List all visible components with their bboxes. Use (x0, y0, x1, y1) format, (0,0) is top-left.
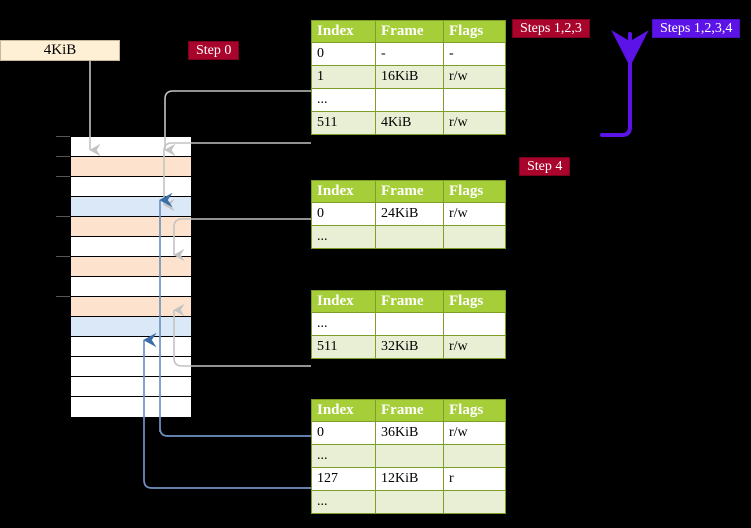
table-row: ... (311, 225, 506, 249)
column-header-flags: Flags (443, 180, 506, 203)
table-row: ... (311, 312, 506, 336)
memory-grid-row (71, 277, 191, 297)
cell-index: 0 (311, 421, 376, 445)
memory-grid-row (71, 157, 191, 177)
cell-index: 1 (311, 65, 376, 89)
column-header-flags: Flags (443, 399, 506, 422)
cell-index: 0 (311, 202, 376, 226)
memory-grid-tick (56, 256, 70, 257)
memory-grid-tick (56, 216, 70, 217)
column-header-index: Index (311, 20, 376, 43)
cell-frame: 32KiB (375, 335, 444, 359)
memory-grid-row (71, 197, 191, 217)
cell-frame: 36KiB (375, 421, 444, 445)
cell-frame: - (375, 42, 444, 66)
table-row: 0-- (311, 42, 506, 66)
cell-index: 0 (311, 42, 376, 66)
cell-flags (443, 312, 506, 336)
memory-grid-tick (56, 296, 70, 297)
memory-grid-row (71, 377, 191, 397)
cell-flags: r/w (443, 202, 506, 226)
cell-index: ... (311, 225, 376, 249)
cell-index: ... (311, 312, 376, 336)
column-header-frame: Frame (375, 290, 444, 313)
column-header-flags: Flags (443, 290, 506, 313)
cell-flags (443, 88, 506, 112)
column-header-index: Index (311, 180, 376, 203)
badge-step-4: Step 4 (519, 157, 571, 176)
memory-grid-row (71, 237, 191, 257)
memory-grid-row (71, 297, 191, 317)
badge-steps-123: Steps 1,2,3 (512, 19, 590, 38)
cell-frame: 16KiB (375, 65, 444, 89)
cell-index: ... (311, 88, 376, 112)
cell-index: ... (311, 490, 376, 514)
cell-index: 511 (311, 335, 376, 359)
cell-frame (375, 444, 444, 468)
column-header-index: Index (311, 399, 376, 422)
cell-flags: r/w (443, 111, 506, 135)
badge-steps-1234: Steps 1,2,3,4 (652, 19, 741, 38)
cell-flags: r/w (443, 335, 506, 359)
cell-flags (443, 225, 506, 249)
memory-grid-tick (56, 156, 70, 157)
cell-flags: - (443, 42, 506, 66)
memory-grid-row (71, 177, 191, 197)
column-header-flags: Flags (443, 20, 506, 43)
cell-frame: 24KiB (375, 202, 444, 226)
memory-grid-row (71, 357, 191, 377)
column-header-index: Index (311, 290, 376, 313)
memory-frame-4kib-label: 4KiB (43, 42, 77, 58)
cell-flags: r/w (443, 65, 506, 89)
cell-index: ... (311, 444, 376, 468)
cell-index: 511 (311, 111, 376, 135)
memory-grid-row (71, 397, 191, 417)
cell-frame (375, 225, 444, 249)
cell-flags (443, 444, 506, 468)
table-row: ... (311, 444, 506, 468)
physical-memory-grid (70, 136, 191, 417)
table-row: ... (311, 490, 506, 514)
cell-frame (375, 88, 444, 112)
memory-frame-4kib-bar: 4KiB (0, 40, 120, 61)
table-row: ... (311, 88, 506, 112)
cell-flags: r/w (443, 421, 506, 445)
memory-grid-row (71, 317, 191, 337)
column-header-frame: Frame (375, 180, 444, 203)
badge-step-0: Step 0 (188, 41, 240, 60)
memory-grid-row (71, 337, 191, 357)
cell-flags: r (443, 467, 506, 491)
purple-bracket (600, 30, 649, 137)
memory-grid-tick (56, 176, 70, 177)
cell-index: 127 (311, 467, 376, 491)
cell-frame (375, 312, 444, 336)
memory-grid-row (71, 137, 191, 157)
cell-frame: 12KiB (375, 467, 444, 491)
column-header-frame: Frame (375, 20, 444, 43)
cell-frame (375, 490, 444, 514)
cell-flags (443, 490, 506, 514)
memory-grid-row (71, 257, 191, 277)
memory-grid-tick (56, 136, 70, 137)
column-header-frame: Frame (375, 399, 444, 422)
cell-frame: 4KiB (375, 111, 444, 135)
memory-grid-row (71, 217, 191, 237)
